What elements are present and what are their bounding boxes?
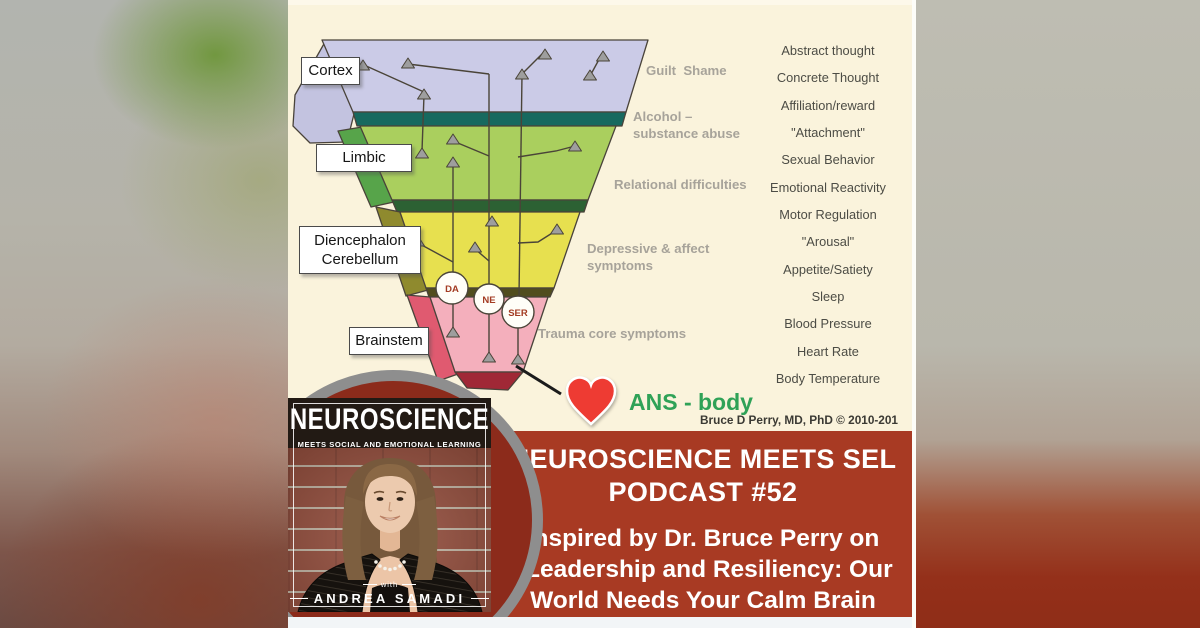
- pearl-necklace: [373, 560, 406, 572]
- hair-side-left: [341, 496, 366, 580]
- cortex-layer: [292, 39, 649, 144]
- neuron-lines: [356, 51, 603, 357]
- cortex-label-text: Cortex: [308, 62, 353, 80]
- bottom-strip: [288, 617, 912, 628]
- episode-banner-text: NEUROSCIENCE MEETS SEL PODCAST #52 Inspi…: [493, 443, 912, 628]
- list-item: "Attachment": [791, 125, 865, 141]
- impact-depressive-line1: Depressive & affect: [587, 241, 710, 256]
- cortex-label: Cortex: [301, 57, 360, 85]
- diagram-panel: DA NE SER Cortex Limbic Diencephalon Cer…: [288, 0, 916, 628]
- banner-title-line1: NEUROSCIENCE MEETS SEL: [509, 444, 897, 474]
- impact-trauma: Trauma core symptoms: [538, 326, 687, 341]
- ans-pointer-line: [515, 364, 562, 396]
- heart-icon: [565, 376, 617, 426]
- show-logo: [ NEUROSCIENCE ] MEETS SOCIAL AND EMOTIO…: [288, 398, 491, 450]
- brainstem-label: Brainstem: [349, 327, 429, 355]
- neck: [379, 526, 400, 552]
- impact-alcohol-line1: Alcohol –: [633, 109, 693, 124]
- list-item: Body Temperature: [775, 371, 881, 387]
- list-item: Sexual Behavior: [781, 152, 875, 168]
- list-item: Appetite/Satiety: [783, 261, 873, 277]
- brainstem-label-text: Brainstem: [355, 332, 423, 350]
- impact-alcohol: Alcohol – substance abuse: [633, 108, 740, 142]
- camisole: [369, 584, 410, 612]
- impact-relational: Relational difficulties: [614, 177, 747, 192]
- diencephalon-cerebellum-label: Diencephalon Cerebellum: [299, 226, 421, 274]
- brain-function-list: Abstract thought Concrete Thought Affili…: [738, 37, 912, 392]
- with-label: with: [380, 580, 399, 589]
- limbic-label-text: Limbic: [342, 149, 386, 167]
- banner-title-line2: PODCAST #52: [608, 477, 798, 507]
- hair-fringe: [362, 464, 417, 496]
- list-item: Affiliation/reward: [780, 97, 876, 113]
- banner-subtitle-line1: Inspired by Dr. Bruce Perry on: [526, 525, 880, 552]
- synapse-markers: [356, 48, 610, 365]
- decorative-dash: [471, 598, 490, 599]
- blurred-background-right: [916, 0, 1200, 628]
- banner-subtitle-line2: "Leadership and Resiliency: Our: [513, 556, 893, 583]
- list-item: "Arousal": [801, 234, 855, 250]
- list-item: Emotional Reactivity: [770, 179, 886, 195]
- logo-subtitle-text: MEETS SOCIAL AND EMOTIONAL LEARNING: [297, 440, 482, 449]
- host-name-block: with ANDREA SAMADI: [288, 580, 491, 606]
- host-photo-card: [ NEUROSCIENCE ] MEETS SOCIAL AND EMOTIO…: [288, 398, 491, 612]
- blurred-background-left: [0, 0, 288, 628]
- list-item: Concrete Thought: [776, 70, 880, 86]
- impact-depressive: Depressive & affect symptoms: [587, 240, 709, 274]
- impact-alcohol-line2: substance abuse: [633, 126, 741, 141]
- logo-title-text: NEUROSCIENCE: [289, 403, 490, 437]
- face-features: [373, 490, 406, 521]
- panel-top-strip: [288, 0, 912, 5]
- limbic-label: Limbic: [316, 144, 412, 172]
- hair-side-right: [413, 496, 438, 580]
- da-node-label: DA: [445, 284, 459, 295]
- neurotransmitter-nodes: DA NE SER: [435, 271, 535, 329]
- impact-guilt-shame: Guilt Shame: [646, 63, 727, 78]
- decorative-dash: [402, 584, 417, 585]
- list-item: Blood Pressure: [784, 316, 872, 332]
- list-item: Heart Rate: [797, 343, 859, 359]
- photo-inner-frame: [293, 403, 486, 607]
- copyright-attribution: Bruce D Perry, MD, PhD © 2010-201: [700, 413, 898, 427]
- list-item: Motor Regulation: [779, 207, 877, 223]
- decorative-dash: [362, 584, 377, 585]
- decorative-dash: [289, 598, 308, 599]
- ne-node-label: NE: [482, 295, 495, 306]
- cerebellum-label-text: Cerebellum: [321, 251, 399, 268]
- list-item: Sleep: [811, 289, 845, 305]
- host-name-text: ANDREA SAMADI: [313, 591, 466, 606]
- list-item: Abstract thought: [781, 43, 875, 58]
- ser-node-label: SER: [508, 308, 528, 319]
- diencephalon-label-text: Diencephalon: [314, 231, 406, 249]
- impact-depressive-line2: symptoms: [587, 258, 653, 273]
- host-portrait: [296, 458, 483, 612]
- ans-body-label: ANS - body: [629, 389, 753, 415]
